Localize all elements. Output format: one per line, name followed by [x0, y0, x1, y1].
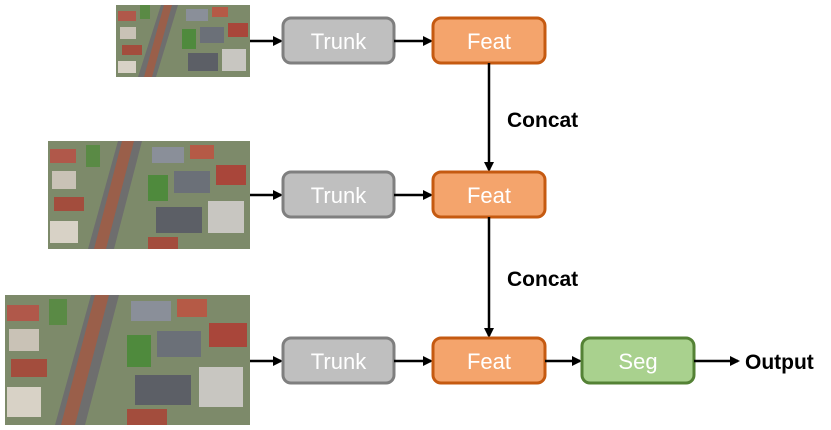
trunk-label-2: Trunk	[311, 183, 367, 208]
concat-label-1: Concat	[507, 109, 578, 132]
trunk-label-1: Trunk	[311, 29, 367, 54]
output-label: Output	[745, 351, 814, 374]
aerial-image-small	[116, 5, 250, 77]
feat-label-2: Feat	[467, 183, 511, 208]
aerial-image-large	[5, 295, 250, 425]
feat-label-1: Feat	[467, 29, 511, 54]
aerial-image-medium	[48, 141, 250, 249]
trunk-label-3: Trunk	[311, 349, 367, 374]
feat-label-3: Feat	[467, 349, 511, 374]
concat-label-2: Concat	[507, 268, 578, 291]
seg-label: Seg	[618, 349, 657, 374]
